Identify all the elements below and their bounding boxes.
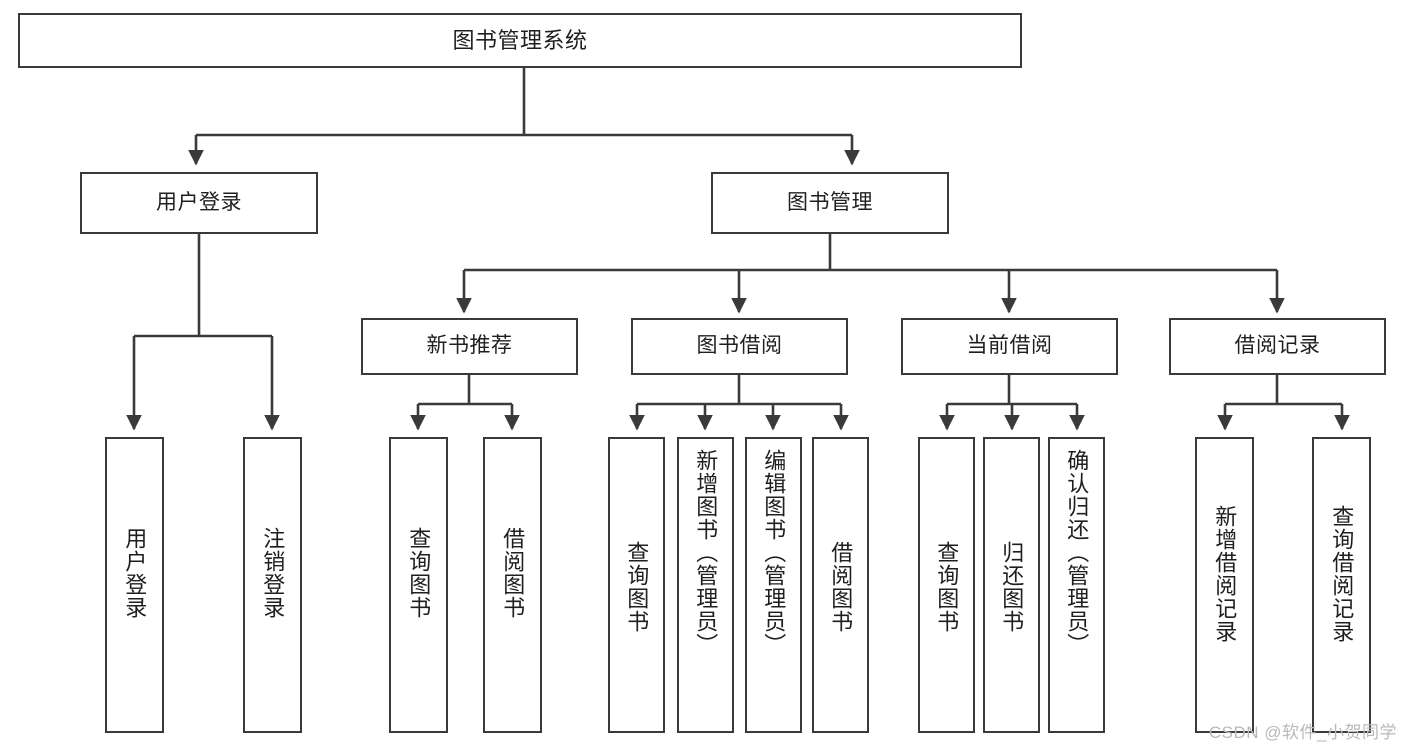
leaf-return-book[interactable]: 归还图书: [983, 437, 1040, 733]
node-label: 当前借阅: [966, 334, 1053, 358]
node-current-borrow[interactable]: 当前借阅: [901, 318, 1118, 375]
node-label: 新书推荐: [426, 334, 513, 358]
leaf-borrow-book-borrow[interactable]: 借阅图书: [812, 437, 869, 733]
node-borrow-record[interactable]: 借阅记录: [1169, 318, 1386, 375]
leaf-query-book-current[interactable]: 查询图书: [918, 437, 975, 733]
leaf-logout-login[interactable]: 注销登录: [243, 437, 302, 733]
leaf-add-borrow-record[interactable]: 新增借阅记录: [1195, 437, 1254, 733]
node-label: 借阅图书: [500, 527, 526, 619]
node-label: 新增图书（管理员）: [693, 449, 719, 656]
leaf-edit-book[interactable]: 编辑图书（管理员）: [745, 437, 802, 733]
node-label: 图书管理系统: [452, 27, 588, 53]
leaf-borrow-book-new-rec[interactable]: 借阅图书: [483, 437, 542, 733]
node-label: 编辑图书（管理员）: [761, 449, 787, 656]
node-label: 查询图书: [624, 541, 650, 633]
node-label: 注销登录: [260, 527, 286, 619]
node-label: 借阅图书: [828, 541, 854, 633]
node-label: 图书管理: [787, 190, 873, 214]
leaf-query-book-borrow[interactable]: 查询图书: [608, 437, 665, 733]
csdn-watermark: CSDN @软件_小贺同学: [1208, 723, 1397, 742]
node-label: 归还图书: [999, 541, 1025, 633]
node-root-system[interactable]: 图书管理系统: [18, 13, 1022, 68]
leaf-user-login[interactable]: 用户登录: [105, 437, 164, 733]
node-book-borrow[interactable]: 图书借阅: [631, 318, 848, 375]
node-label: 查询借阅记录: [1329, 505, 1355, 643]
node-label: 用户登录: [156, 190, 242, 214]
node-label: 查询图书: [406, 527, 432, 619]
node-label: 用户登录: [122, 527, 148, 619]
leaf-query-book-new-rec[interactable]: 查询图书: [389, 437, 448, 733]
node-label: 查询图书: [934, 541, 960, 633]
leaf-add-book[interactable]: 新增图书（管理员）: [677, 437, 734, 733]
node-book-manage[interactable]: 图书管理: [711, 172, 949, 234]
node-label: 图书借阅: [696, 334, 783, 358]
node-label: 确认归还（管理员）: [1064, 449, 1090, 656]
node-label: 借阅记录: [1234, 334, 1321, 358]
node-user-login[interactable]: 用户登录: [80, 172, 318, 234]
leaf-confirm-return[interactable]: 确认归还（管理员）: [1048, 437, 1105, 733]
node-new-book-rec[interactable]: 新书推荐: [361, 318, 578, 375]
node-label: 新增借阅记录: [1212, 505, 1238, 643]
leaf-query-borrow-record[interactable]: 查询借阅记录: [1312, 437, 1371, 733]
